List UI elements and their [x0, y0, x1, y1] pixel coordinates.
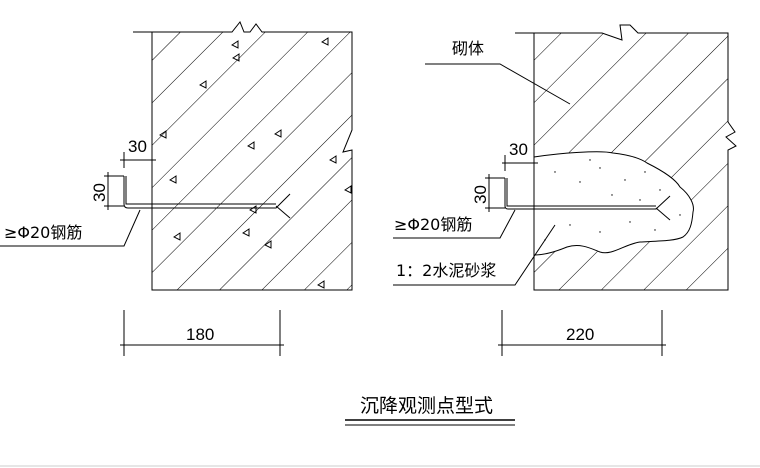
right-dim-30-vertical: 30: [471, 185, 490, 204]
aggregate-marks: [159, 37, 352, 289]
masonry-label: 砌体: [452, 39, 484, 58]
mortar-fill: [533, 151, 694, 256]
left-dim-180: 180: [186, 325, 214, 344]
mortar-label: 1：2水泥砂浆: [396, 261, 496, 280]
right-dim-220: 220: [566, 325, 594, 344]
left-rebar-label: ≥Φ20钢筋: [4, 223, 82, 242]
left-rebar: [123, 176, 291, 219]
drawing-title: 沉降观测点型式: [360, 395, 493, 417]
right-rebar-label: ≥Φ20钢筋: [394, 215, 472, 234]
right-masonry-wall: [515, 24, 737, 291]
right-dimensions: [393, 63, 666, 356]
right-dim-30-horizontal: 30: [509, 140, 528, 159]
left-dim-30-horizontal: 30: [128, 137, 147, 156]
left-dim-30-vertical: 30: [90, 183, 109, 202]
left-dimensions: [0, 152, 284, 356]
right-rebar: [504, 178, 671, 221]
left-concrete-wall: [133, 21, 353, 291]
